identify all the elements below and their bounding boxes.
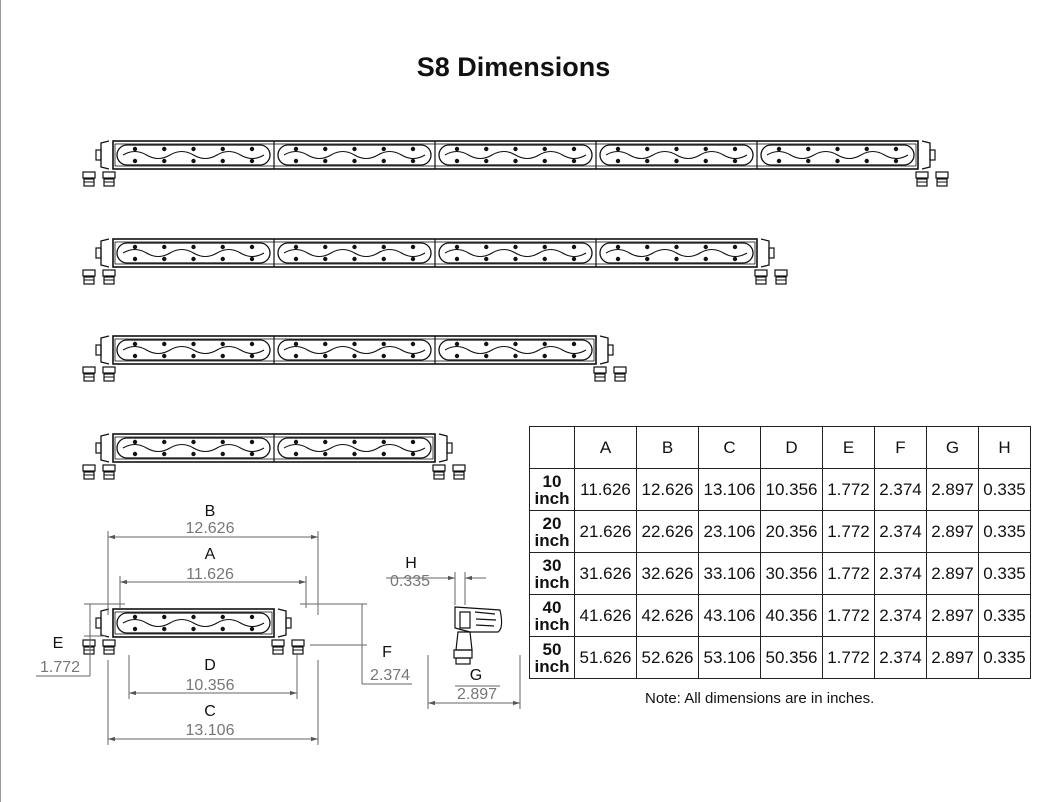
callout-letter-h: H (405, 555, 417, 572)
value-cell: 2.897 (926, 636, 979, 679)
size-label-part: 40 (542, 597, 562, 617)
value-cell: 52.626 (636, 636, 699, 679)
value-cell: 31.626 (574, 552, 637, 595)
callout-letter-c: C (204, 703, 216, 720)
value-cell: 43.106 (698, 594, 761, 637)
light-bar-1 (82, 140, 949, 187)
value-cell: 13.106 (698, 468, 761, 511)
column-header-b: B (636, 426, 699, 469)
column-header-h: H (978, 426, 1031, 469)
value-cell: 32.626 (636, 552, 699, 595)
value-cell: 2.897 (926, 594, 979, 637)
column-header-g: G (926, 426, 979, 469)
callout-value-b: 12.626 (186, 520, 235, 537)
value-cell: 1.772 (822, 594, 875, 637)
value-cell: 0.335 (978, 594, 1031, 637)
callout-value-d: 10.356 (186, 677, 235, 694)
value-cell: 2.374 (874, 510, 927, 553)
value-cell: 10.356 (760, 468, 823, 511)
value-cell: 22.626 (636, 510, 699, 553)
callout-value-h: 0.335 (390, 573, 430, 590)
light-bar-3 (82, 335, 627, 382)
light-bar-2 (82, 238, 788, 285)
value-cell: 40.356 (760, 594, 823, 637)
size-label-part: inch (534, 488, 570, 508)
size-label-part: 10 (542, 471, 562, 491)
value-cell: 0.335 (978, 510, 1031, 553)
size-label-part: 20 (542, 513, 562, 533)
size-label-part: inch (534, 572, 570, 592)
value-cell: 41.626 (574, 594, 637, 637)
column-header-e: E (822, 426, 875, 469)
light-bar-5 (82, 608, 305, 655)
value-cell: 1.772 (822, 636, 875, 679)
value-cell: 33.106 (698, 552, 761, 595)
value-cell: 2.374 (874, 552, 927, 595)
value-cell: 20.356 (760, 510, 823, 553)
value-cell: 2.897 (926, 552, 979, 595)
callout-letter-a: A (205, 546, 216, 563)
value-cell: 1.772 (822, 552, 875, 595)
callout-letter-d: D (204, 657, 216, 674)
value-cell: 21.626 (574, 510, 637, 553)
column-header-f: F (874, 426, 927, 469)
callout-letter-e: E (53, 635, 64, 652)
value-cell: 30.356 (760, 552, 823, 595)
value-cell: 50.356 (760, 636, 823, 679)
value-cell: 2.897 (926, 468, 979, 511)
callout-value-f: 2.374 (370, 667, 410, 684)
callout-value-c: 13.106 (186, 722, 235, 739)
value-cell: 2.897 (926, 510, 979, 553)
size-label-part: 50 (542, 639, 562, 659)
value-cell: 2.374 (874, 594, 927, 637)
light-bar-4 (82, 433, 466, 480)
value-cell: 23.106 (698, 510, 761, 553)
callout-value-e: 1.772 (40, 659, 80, 676)
value-cell: 51.626 (574, 636, 637, 679)
value-cell: 1.772 (822, 510, 875, 553)
value-cell: 53.106 (698, 636, 761, 679)
page-title: S8 Dimensions (416, 52, 611, 82)
value-cell: 0.335 (978, 468, 1031, 511)
size-label-part: 30 (542, 555, 562, 575)
value-cell: 42.626 (636, 594, 699, 637)
callout-letter-g: G (470, 667, 482, 684)
callout-letter-f: F (382, 644, 392, 661)
size-label-part: inch (534, 614, 570, 634)
callout-letter-b: B (205, 503, 216, 520)
size-label-part: inch (534, 530, 570, 550)
value-cell: 0.335 (978, 552, 1031, 595)
callout-value-a: 11.626 (186, 566, 234, 583)
column-header-d: D (760, 426, 823, 469)
column-header-a: A (574, 426, 637, 469)
value-cell: 2.374 (874, 468, 927, 511)
side-profile-view (453, 606, 503, 665)
value-cell: 2.374 (874, 636, 927, 679)
value-cell: 0.335 (978, 636, 1031, 679)
light-bar-drawings (82, 140, 949, 655)
dimension-lines (36, 531, 521, 745)
left-frame-line (0, 0, 1, 802)
value-cell: 1.772 (822, 468, 875, 511)
value-cell: 11.626 (574, 468, 637, 511)
callout-value-g: 2.897 (457, 686, 497, 703)
column-header-c: C (698, 426, 761, 469)
table-corner-cell (529, 426, 575, 469)
units-note: Note: All dimensions are in inches. (645, 690, 875, 707)
size-label-part: inch (534, 656, 570, 676)
value-cell: 12.626 (636, 468, 699, 511)
